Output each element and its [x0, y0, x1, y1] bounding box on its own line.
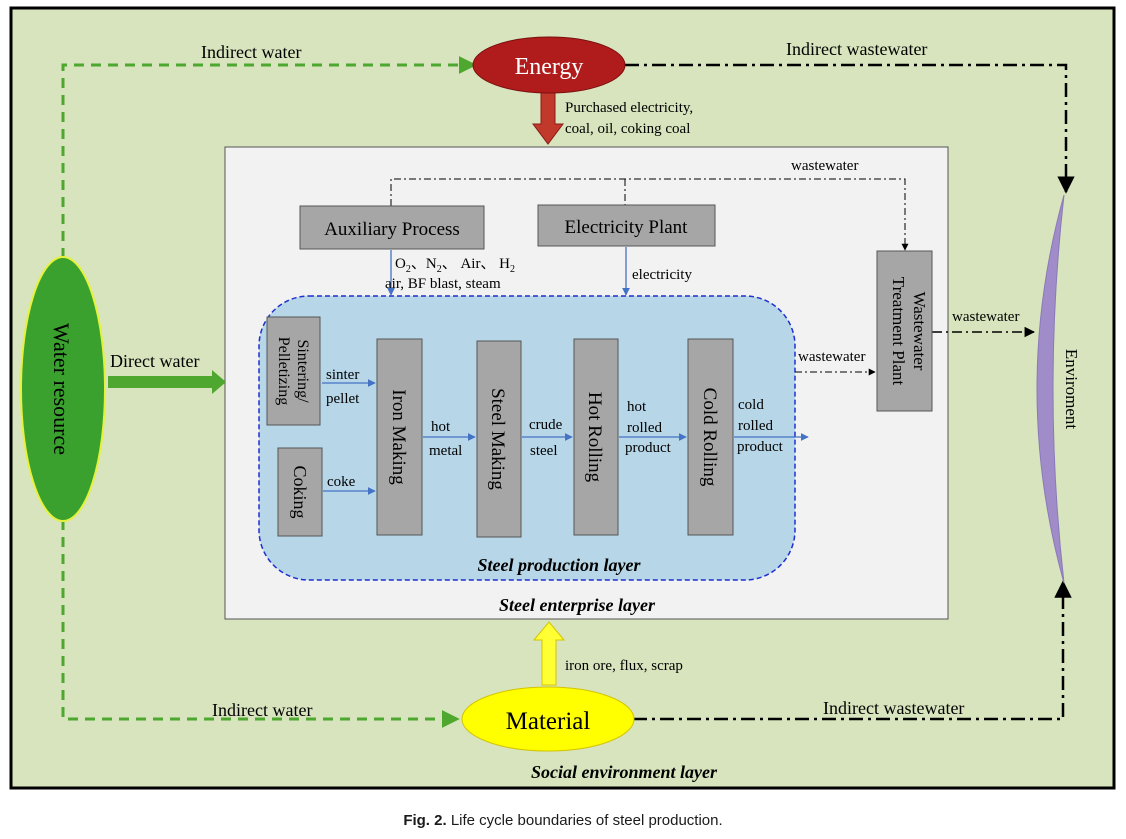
steel-making-box	[476, 340, 522, 538]
gases-label-line2: air, BF blast, steam	[385, 276, 501, 292]
material-supply-arrow	[532, 621, 566, 686]
cold-rolling-label: Cold Rolling	[699, 388, 720, 487]
steel-production-layer-title: Steel production layer	[478, 555, 642, 575]
indirect-water-line-bottom	[61, 520, 460, 728]
environment-label: Enviroment	[1062, 349, 1081, 430]
crude-steel-label-1: crude	[529, 417, 563, 433]
auxiliary-process-box	[299, 205, 485, 250]
purchased-label-line1: Purchased electricity,	[565, 100, 693, 116]
wastewater-plant-label-line2: Treatment Plant	[889, 277, 908, 386]
indirect-water-top-label: Indirect water	[201, 42, 301, 62]
figure-caption-text: Life cycle boundaries of steel productio…	[450, 812, 723, 829]
cold-rolling-box	[687, 338, 734, 536]
hot-rolled-label-1: hot	[627, 399, 647, 415]
gases-label-line1: O2、N2、 Air、 H2	[395, 256, 515, 275]
hot-rolled-label-2: rolled	[627, 420, 662, 436]
crude-steel-label-2: steel	[530, 443, 558, 459]
indirect-wastewater-line-bottom	[633, 580, 1072, 721]
material-node	[461, 686, 635, 752]
cold-rolled-label-2: rolled	[738, 418, 773, 434]
water-resource-label: Water resource	[49, 323, 74, 455]
material-inputs-label: iron ore, flux, scrap	[565, 658, 683, 674]
purchased-label-line2: coal, oil, coking coal	[565, 121, 690, 137]
direct-water-arrow	[108, 370, 226, 394]
pellet-label: pellet	[326, 391, 360, 407]
electricity-plant-label: Electricity Plant	[565, 217, 689, 238]
sintering-box	[266, 316, 321, 426]
cold-rolled-label-1: cold	[738, 397, 764, 413]
direct-water-label: Direct water	[110, 351, 199, 371]
coke-label: coke	[327, 474, 356, 490]
indirect-water-line-top	[61, 56, 477, 258]
indirect-water-bottom-label: Indirect water	[212, 700, 312, 720]
wastewater-treatment-plant-box	[876, 250, 933, 412]
water-resource-node	[20, 256, 106, 522]
auxiliary-process-label: Auxiliary Process	[324, 219, 460, 240]
energy-node	[472, 36, 626, 94]
sinter-label: sinter	[326, 367, 359, 383]
hot-metal-label-1: hot	[431, 419, 451, 435]
coking-label: Coking	[290, 465, 310, 518]
hot-rolling-label: Hot Rolling	[584, 392, 605, 483]
wastewater-plant-label-line1: Wastewater	[910, 292, 929, 371]
figure-caption-prefix: Fig. 2.	[403, 812, 447, 829]
electricity-plant-box	[537, 204, 716, 247]
wastewater-from-production-label: wastewater	[798, 349, 865, 365]
hot-rolled-label-3: product	[625, 440, 672, 456]
indirect-wastewater-line-top	[625, 63, 1075, 194]
wastewater-collector-line	[390, 178, 909, 251]
material-label: Material	[506, 708, 591, 735]
coking-box	[277, 447, 323, 537]
energy-label: Energy	[515, 54, 584, 80]
environment-node	[1036, 194, 1065, 584]
energy-supply-arrow	[532, 91, 564, 145]
indirect-wastewater-bottom-label: Indirect wastewater	[823, 698, 964, 718]
indirect-wastewater-top-label: Indirect wastewater	[786, 39, 927, 59]
steel-enterprise-layer-title: Steel enterprise layer	[499, 595, 656, 615]
iron-making-label: Iron Making	[388, 389, 409, 485]
life-cycle-diagram: Energy Material Water resource Enviromen…	[9, 6, 1116, 790]
steel-making-label: Steel Making	[487, 388, 508, 490]
hot-metal-label-2: metal	[429, 443, 462, 459]
electricity-label: electricity	[632, 267, 692, 283]
wastewater-to-environment-label: wastewater	[952, 309, 1019, 325]
hot-rolling-box	[573, 338, 619, 536]
iron-making-box	[376, 338, 423, 536]
figure-caption: Fig. 2. Life cycle boundaries of steel p…	[0, 812, 1126, 829]
social-environment-layer-title: Social environment layer	[531, 762, 718, 782]
sintering-label-line2: Pelletizing	[275, 337, 292, 405]
sintering-label-line1: Sintering/	[294, 339, 311, 403]
cold-rolled-label-3: product	[737, 439, 784, 455]
wastewater-top-label: wastewater	[791, 158, 858, 174]
